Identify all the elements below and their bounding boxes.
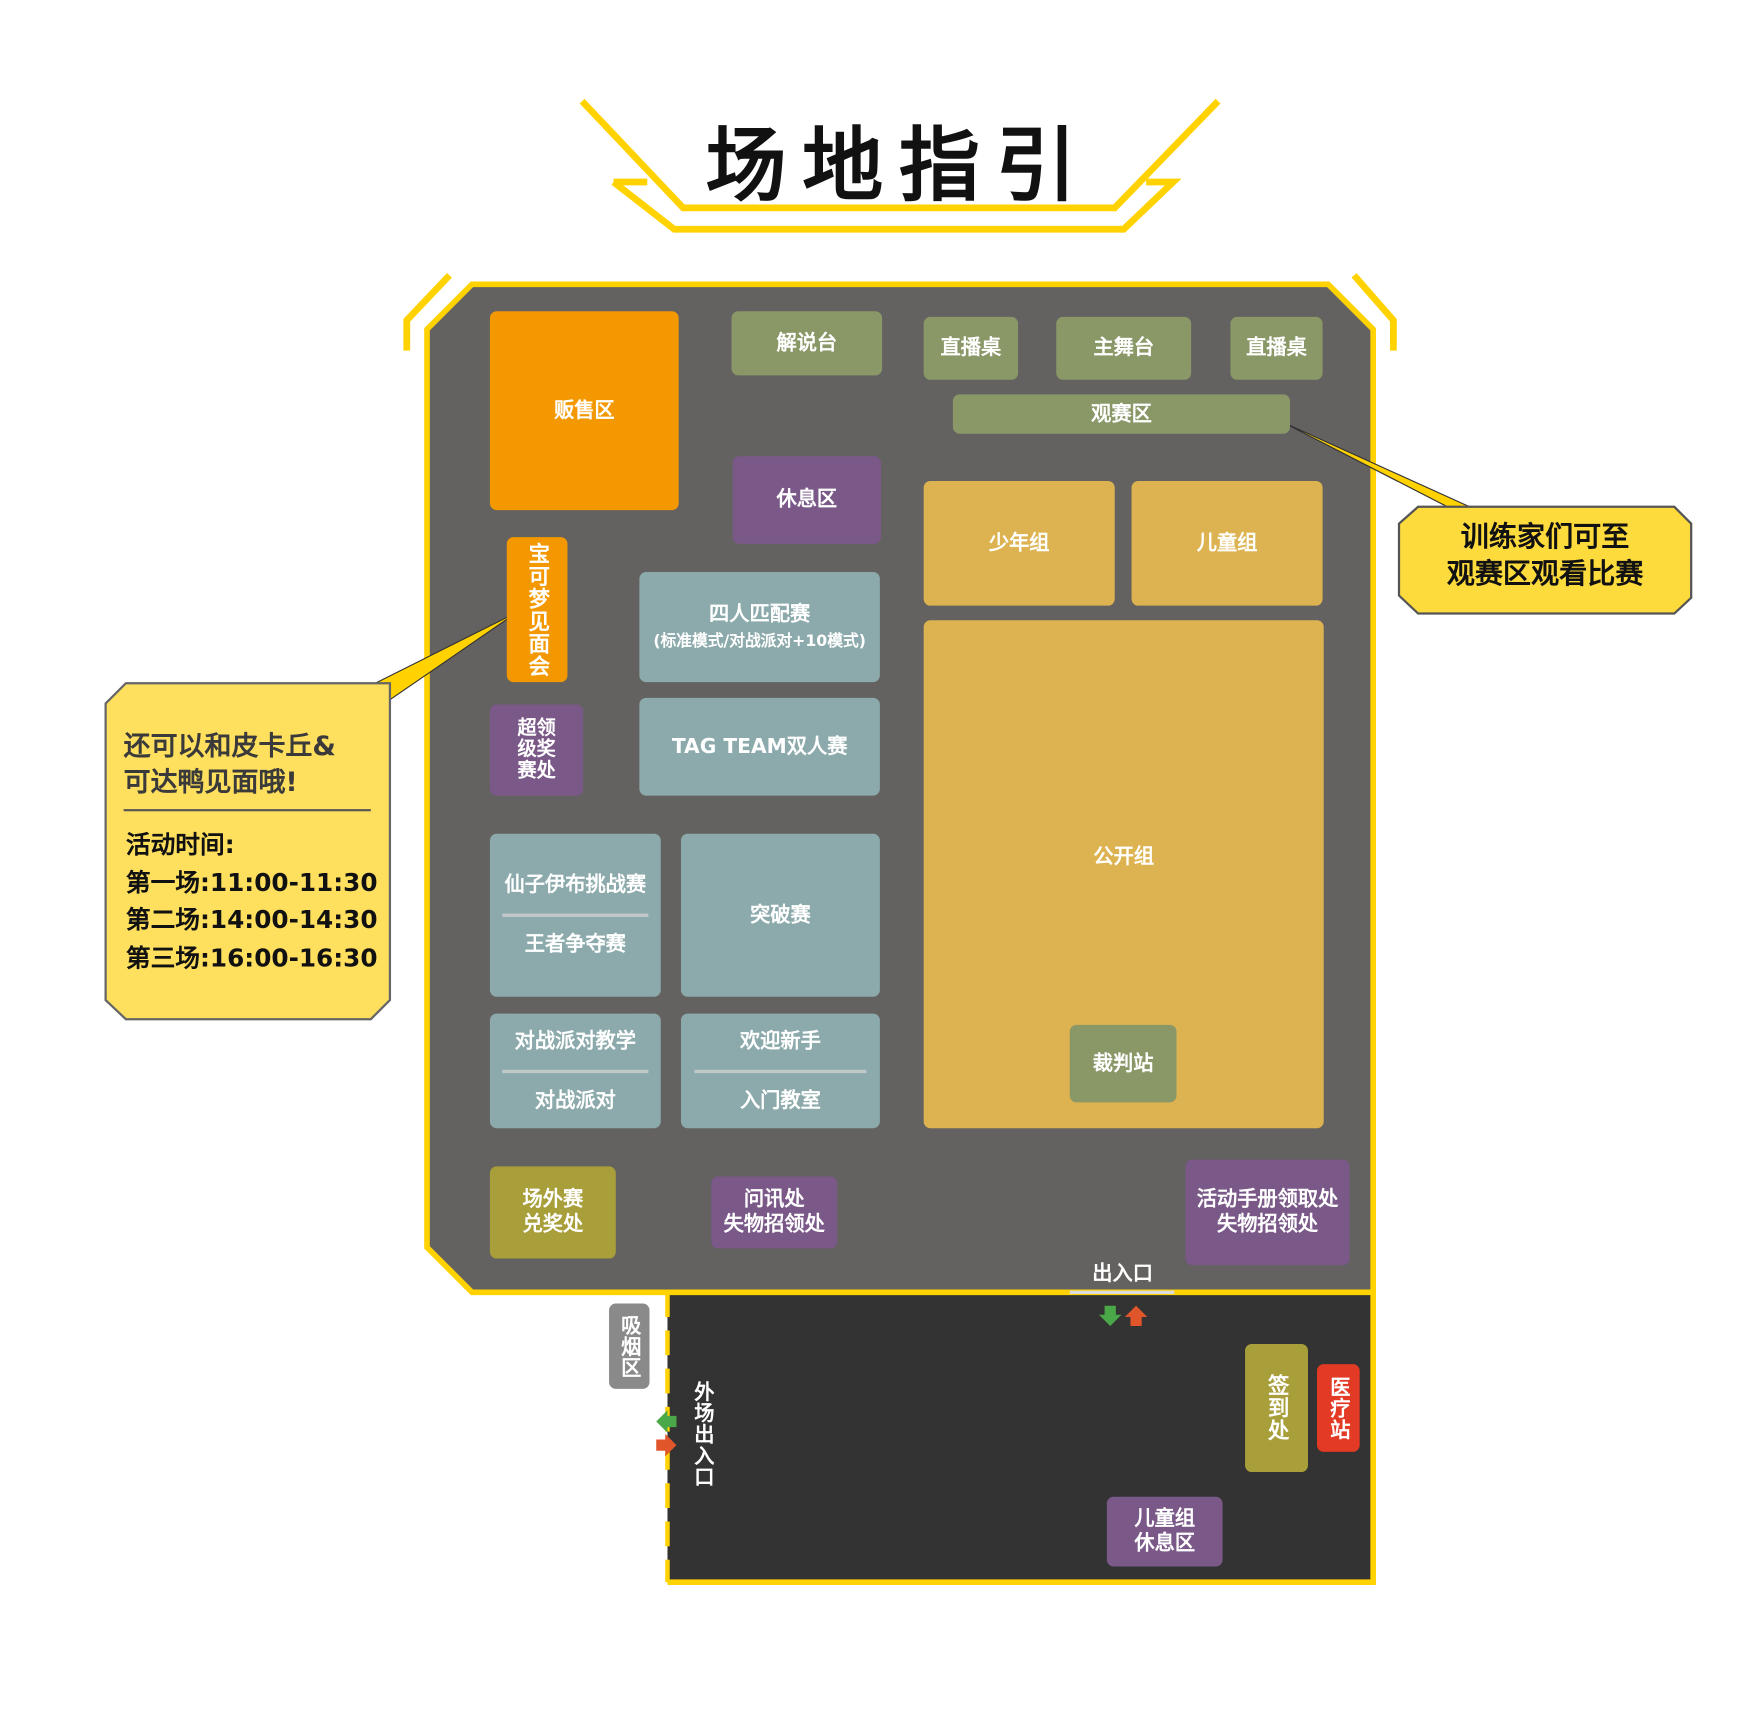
- page-title: 场地指引: [705, 117, 1093, 213]
- handbook-desk: 活动手册领取处 失物招领处: [1185, 1159, 1350, 1266]
- smoking-area: 吸烟区: [609, 1303, 650, 1389]
- tag-team-match: TAG TEAM双人赛: [639, 697, 880, 796]
- junior-division: 少年组: [923, 480, 1115, 606]
- info-desk: 问讯处 失物招领处: [711, 1176, 838, 1249]
- four-player-match: 四人匹配赛 (标准模式/对战派对+10模式): [639, 571, 880, 683]
- eevee-challenge-label: 仙子伊布挑战赛: [504, 873, 647, 898]
- medical-station: 医疗站: [1316, 1364, 1360, 1452]
- welcome-label: 欢迎新手: [739, 1029, 821, 1053]
- session-2: 第二场:14:00-14:30: [125, 907, 378, 936]
- children-rest-area: 儿童组 休息区: [1106, 1496, 1223, 1567]
- beginner-area: 欢迎新手 入门教室: [680, 1013, 880, 1129]
- entrance-label: 出入口: [1092, 1262, 1153, 1286]
- arrow-out-icon: [1124, 1305, 1148, 1326]
- session-3: 第三场:16:00-16:30: [125, 944, 378, 974]
- outside-prize-desk: 场外赛 兑奖处: [489, 1166, 616, 1259]
- arrow-in-icon: [1098, 1305, 1122, 1326]
- viewing-callout: 训练家们可至 观赛区观看比赛: [1446, 520, 1644, 590]
- stream-desk-left: 直播桌: [923, 316, 1019, 380]
- beginner-label: 入门教室: [739, 1088, 821, 1112]
- stream-desk-right: 直播桌: [1230, 316, 1323, 380]
- four-player-sublabel: (标准模式/对战派对+10模式): [653, 633, 866, 652]
- main-stage: 主舞台: [1056, 316, 1192, 380]
- party-label: 对战派对: [534, 1088, 616, 1112]
- prize-desk: 超领 级奖 赛处: [489, 704, 584, 796]
- sales-area: 贩售区: [489, 311, 679, 511]
- divider: [501, 913, 649, 917]
- commentary-desk: 解说台: [731, 311, 883, 376]
- king-contest-label: 王者争夺赛: [524, 932, 626, 957]
- eevee-king-area: 仙子伊布挑战赛 王者争夺赛: [489, 833, 661, 997]
- children-division: 儿童组: [1131, 480, 1323, 606]
- viewing-area: 观赛区: [952, 394, 1291, 434]
- session-1: 第一场:11:00-11:30: [125, 869, 378, 898]
- checkin-desk: 签到处: [1245, 1343, 1308, 1473]
- party-teaching-label: 对战派对教学: [514, 1029, 637, 1053]
- schedule-label: 活动时间:: [125, 831, 235, 860]
- pokemon-meetup: 宝可梦见面会: [506, 537, 568, 683]
- rest-area: 休息区: [732, 456, 881, 544]
- outer-entrance-label: 外场出入口: [690, 1380, 715, 1488]
- four-player-label: 四人匹配赛: [709, 602, 811, 626]
- callout-headline: 还可以和皮卡丘& 可达鸭见面哦!: [123, 730, 336, 799]
- breakthrough-match: 突破赛: [680, 833, 880, 997]
- battle-party-area: 对战派对教学 对战派对: [489, 1013, 661, 1129]
- schedule: 活动时间: 第一场:11:00-11:30 第二场:14:00-14:30 第三…: [126, 827, 378, 978]
- divider: [501, 1069, 649, 1073]
- divider: [694, 1069, 866, 1073]
- referee-station: 裁判站: [1069, 1024, 1177, 1103]
